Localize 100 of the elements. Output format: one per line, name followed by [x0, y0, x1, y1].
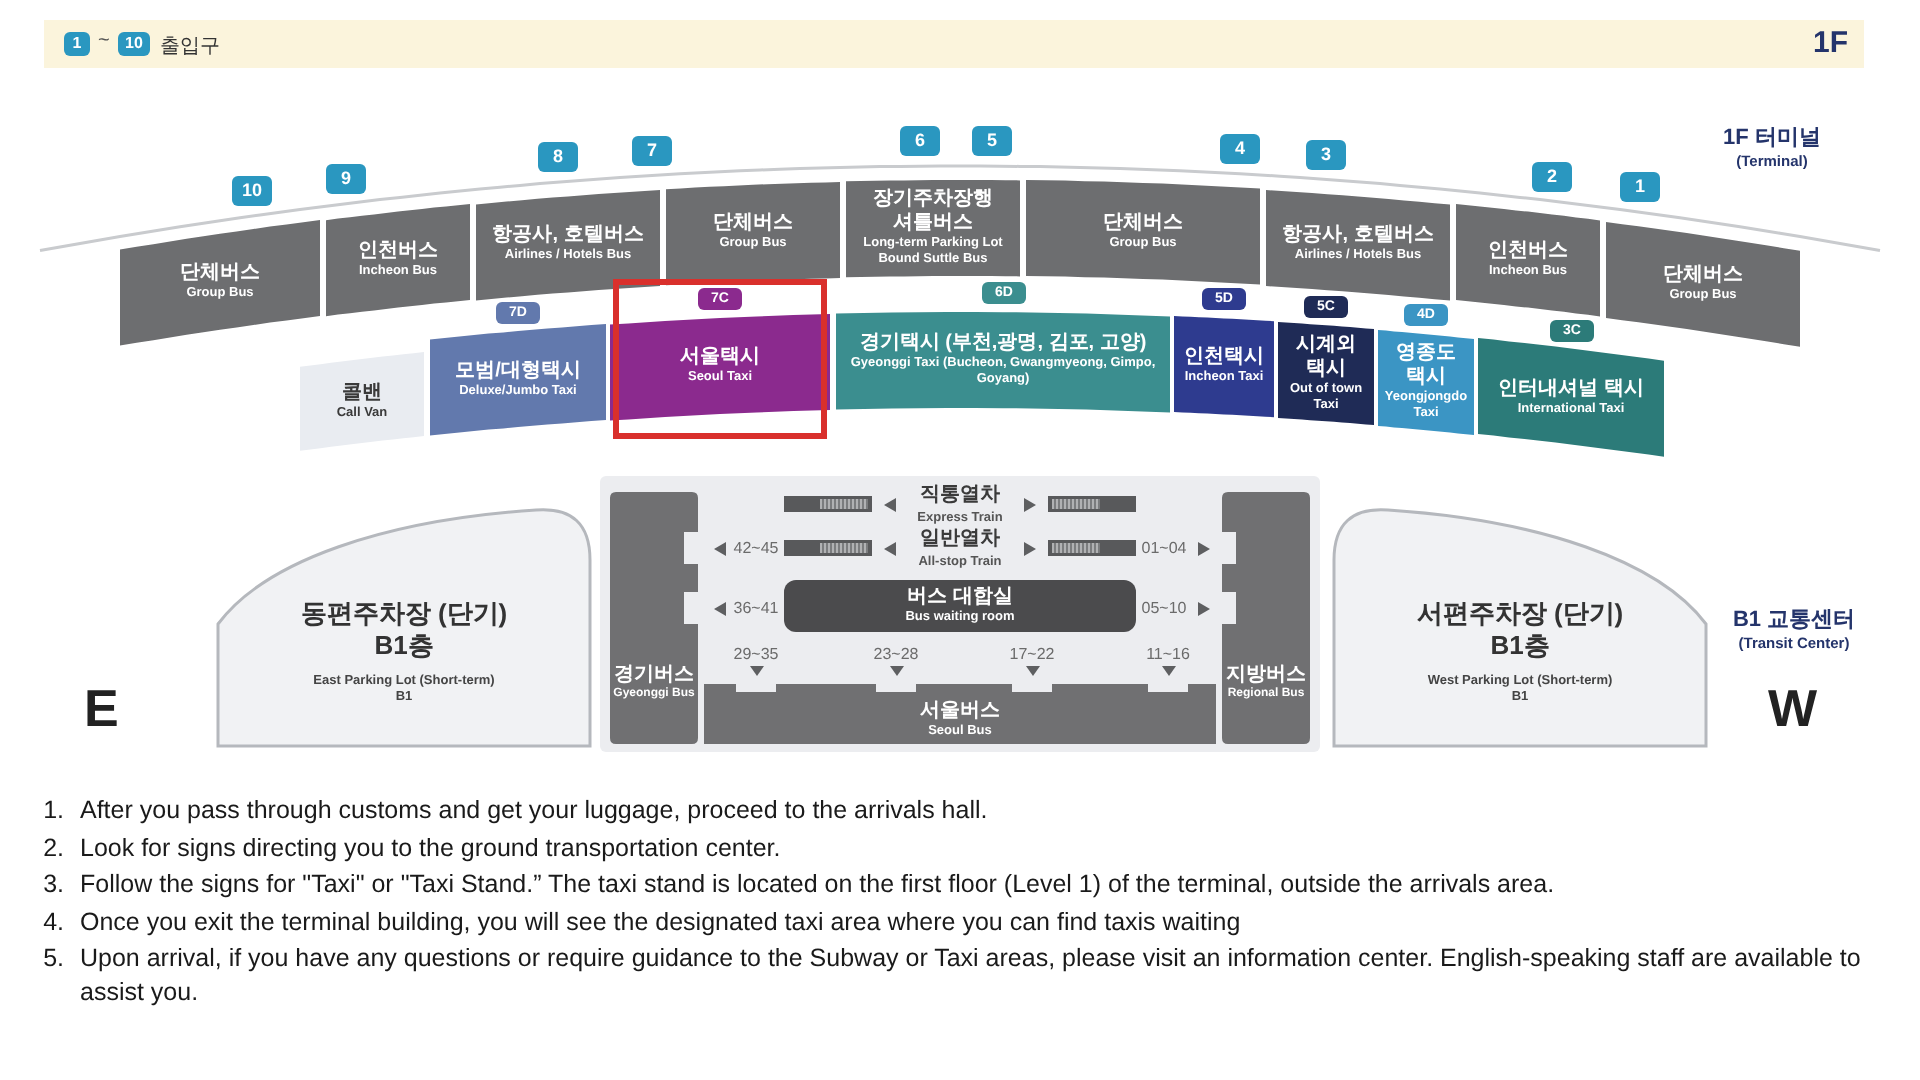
bus-zone [1266, 189, 1450, 300]
gate-number: 7 [646, 142, 657, 160]
taxi-stand-zone [836, 312, 1170, 413]
waiting-room-area [784, 580, 1136, 632]
gate-number: 5 [986, 132, 997, 150]
gate-badge [1620, 172, 1660, 202]
gate-badge [972, 126, 1012, 156]
floor-title: 1F 터미널 [1723, 124, 1821, 152]
taxi-stand-zone [1378, 329, 1474, 435]
entrance-label: 출입구 [160, 34, 220, 60]
step-number: 5. [43, 942, 66, 976]
taxi-stand-zone [610, 313, 830, 421]
taxi-stand-label: 콜밴 [342, 381, 382, 406]
info-bar [44, 20, 1864, 68]
bus-zone [846, 180, 1020, 278]
train-name: 직통열차 [920, 484, 1000, 508]
bus-zone [1026, 180, 1260, 285]
gate-number: 9 [340, 170, 351, 188]
taxi-stand-zone [1278, 322, 1374, 426]
stand-tag [1550, 320, 1594, 342]
gate-number: 1 [1634, 178, 1645, 196]
gate-number: 2 [1546, 168, 1557, 186]
taxi-stand-zone [430, 324, 606, 437]
zone-label: 항공사, 호텔버스 [492, 223, 644, 248]
taxi-stand-zone [1478, 338, 1664, 458]
gate-badge [64, 32, 90, 56]
gate-number: 1 [72, 36, 82, 52]
bus-stop-range: 42~45 [733, 539, 779, 557]
taxi-stand-label: 영종도 택시 [1394, 341, 1458, 390]
step-number: 4. [43, 905, 66, 939]
step-text: After you pass through customs and get your luggage, proceed to the arrivals hall. [80, 794, 988, 828]
parking-title: 서편주차장 (단기) B1층 [1414, 598, 1626, 662]
zone-label: 장기주차장행 셔틀버스 [871, 188, 995, 236]
stand-tag [982, 282, 1026, 304]
taxi-stand-label: 시계외 택시 [1294, 333, 1358, 382]
gate-badge [326, 164, 366, 194]
gate-badge [1532, 162, 1572, 192]
bus-zone-label: 경기버스 [614, 664, 694, 687]
level-title: B1 교통센터 [1732, 606, 1856, 634]
bus-zone [476, 189, 660, 300]
stand-tag [496, 302, 540, 324]
stand-tag [1304, 296, 1348, 318]
gate-badge [632, 136, 672, 166]
step-number: 1. [43, 794, 66, 828]
parking-title: 동편주차장 (단기) B1층 [298, 598, 510, 662]
gate-number: 8 [552, 148, 563, 166]
taxi-stand-label: 서울택시 [680, 345, 760, 370]
bus-stop-range: 11~16 [1146, 645, 1190, 663]
stand-tag [1404, 304, 1448, 326]
gate-badge [538, 142, 578, 172]
transit-center-panel [600, 476, 1320, 752]
gate-badge [1306, 140, 1346, 170]
step-text: Upon arrival, if you have any questions or require guidance to the Subway or Taxi areas, please visit an information center. English-speaking staff are available to assist you. [80, 942, 1863, 1010]
step-number: 2. [43, 831, 66, 865]
bus-stop-range: 36~41 [733, 599, 779, 617]
range-separator: ~ [98, 30, 110, 52]
gate-number: 6 [914, 132, 925, 150]
taxi-stand-label: 경기택시 (부천,광명, 김포, 고양) [859, 332, 1147, 356]
zone-label: 인천버스 [358, 239, 438, 264]
gate-number: 4 [1234, 140, 1245, 158]
zone-label: 단체버스 [180, 262, 260, 287]
taxi-stand-label: 모범/대형택시 [455, 359, 581, 384]
step-text: Follow the signs for "Taxi" or "Taxi Stand.” The taxi stand is located on the first floor (Level 1) of the terminal, outside the arrivals area. [80, 868, 1555, 902]
bus-zone [120, 220, 320, 347]
zone-label: 단체버스 [713, 212, 793, 237]
bus-zone [1606, 221, 1800, 347]
direction-letter: W [1768, 678, 1818, 738]
train-name: 일반열차 [920, 528, 1000, 552]
gate-badge [118, 32, 150, 56]
stand-tag [1202, 288, 1246, 310]
step-number: 3. [43, 868, 66, 902]
taxi-stand-label: 인천택시 [1184, 346, 1264, 370]
zone-label: 단체버스 [1103, 211, 1183, 236]
bus-zone [326, 204, 470, 317]
bus-zone [610, 492, 698, 744]
bus-zone-label: 지방버스 [1226, 664, 1306, 687]
zone-label: 인천버스 [1488, 240, 1568, 264]
bus-zone [666, 181, 840, 285]
bus-stop-range: 01~04 [1141, 539, 1187, 557]
room-label: 버스 대합실 [907, 586, 1013, 610]
gate-badge [900, 126, 940, 156]
bus-stop-range: 05~10 [1141, 599, 1187, 617]
step-text: Once you exit the terminal building, you will see the designated taxi area where you can find taxis waiting [80, 905, 1241, 939]
stand-tag [698, 288, 742, 310]
bus-stop-range: 29~35 [733, 645, 779, 663]
bus-zone [1456, 204, 1600, 317]
direction-letter: E [84, 678, 119, 738]
bus-stop-range: 23~28 [873, 645, 919, 663]
bus-stop-range: 17~22 [1009, 645, 1055, 663]
bus-zone [704, 684, 1216, 744]
bus-zone-label: 서울버스 [920, 699, 1000, 723]
gate-badge [232, 176, 272, 206]
gate-badge [1220, 134, 1260, 164]
gate-number: 10 [125, 36, 143, 52]
taxi-stand-zone [1174, 316, 1274, 418]
step-text: Look for signs directing you to the ground transportation center. [80, 831, 781, 865]
taxi-stand-label: 인터내셔널 택시 [1498, 377, 1644, 402]
bus-zone [1222, 492, 1310, 744]
zone-label: 항공사, 호텔버스 [1282, 223, 1434, 248]
floor-label: 1F [1812, 26, 1848, 60]
